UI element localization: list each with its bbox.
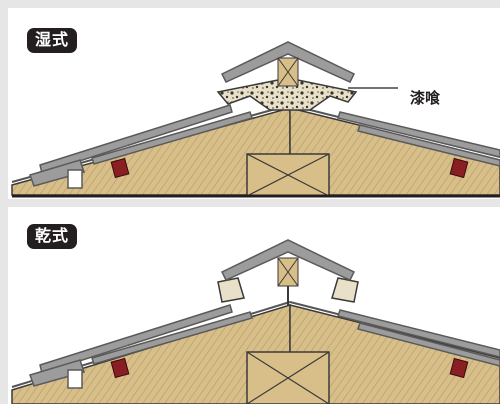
ridge-pad-right xyxy=(331,277,359,303)
roof-tiles-left xyxy=(29,104,253,189)
tile-clips xyxy=(110,157,469,179)
roof-tiles-left xyxy=(29,304,253,389)
ridge-cap-tile xyxy=(220,41,356,83)
roof-tiles-right xyxy=(337,309,500,367)
ridge-plaster xyxy=(216,77,358,111)
dry-method-panel: 乾式 xyxy=(0,199,500,404)
ridge-pad-left xyxy=(217,277,245,303)
wet-method-panel: 漆喰 湿式 xyxy=(0,0,500,199)
plaster-callout-label: 漆喰 xyxy=(410,89,441,107)
roof-tiles-right xyxy=(337,111,500,167)
tile-clips xyxy=(110,357,469,379)
dry-method-label: 乾式 xyxy=(27,224,78,249)
wet-method-frame: 漆喰 xyxy=(8,8,500,199)
wet-roof-ridge-diagram xyxy=(11,41,500,198)
wet-method-label: 湿式 xyxy=(27,28,78,53)
dry-roof-ridge-diagram xyxy=(11,239,500,404)
ridge-cap-tile xyxy=(220,239,356,281)
dry-method-frame xyxy=(8,207,500,404)
